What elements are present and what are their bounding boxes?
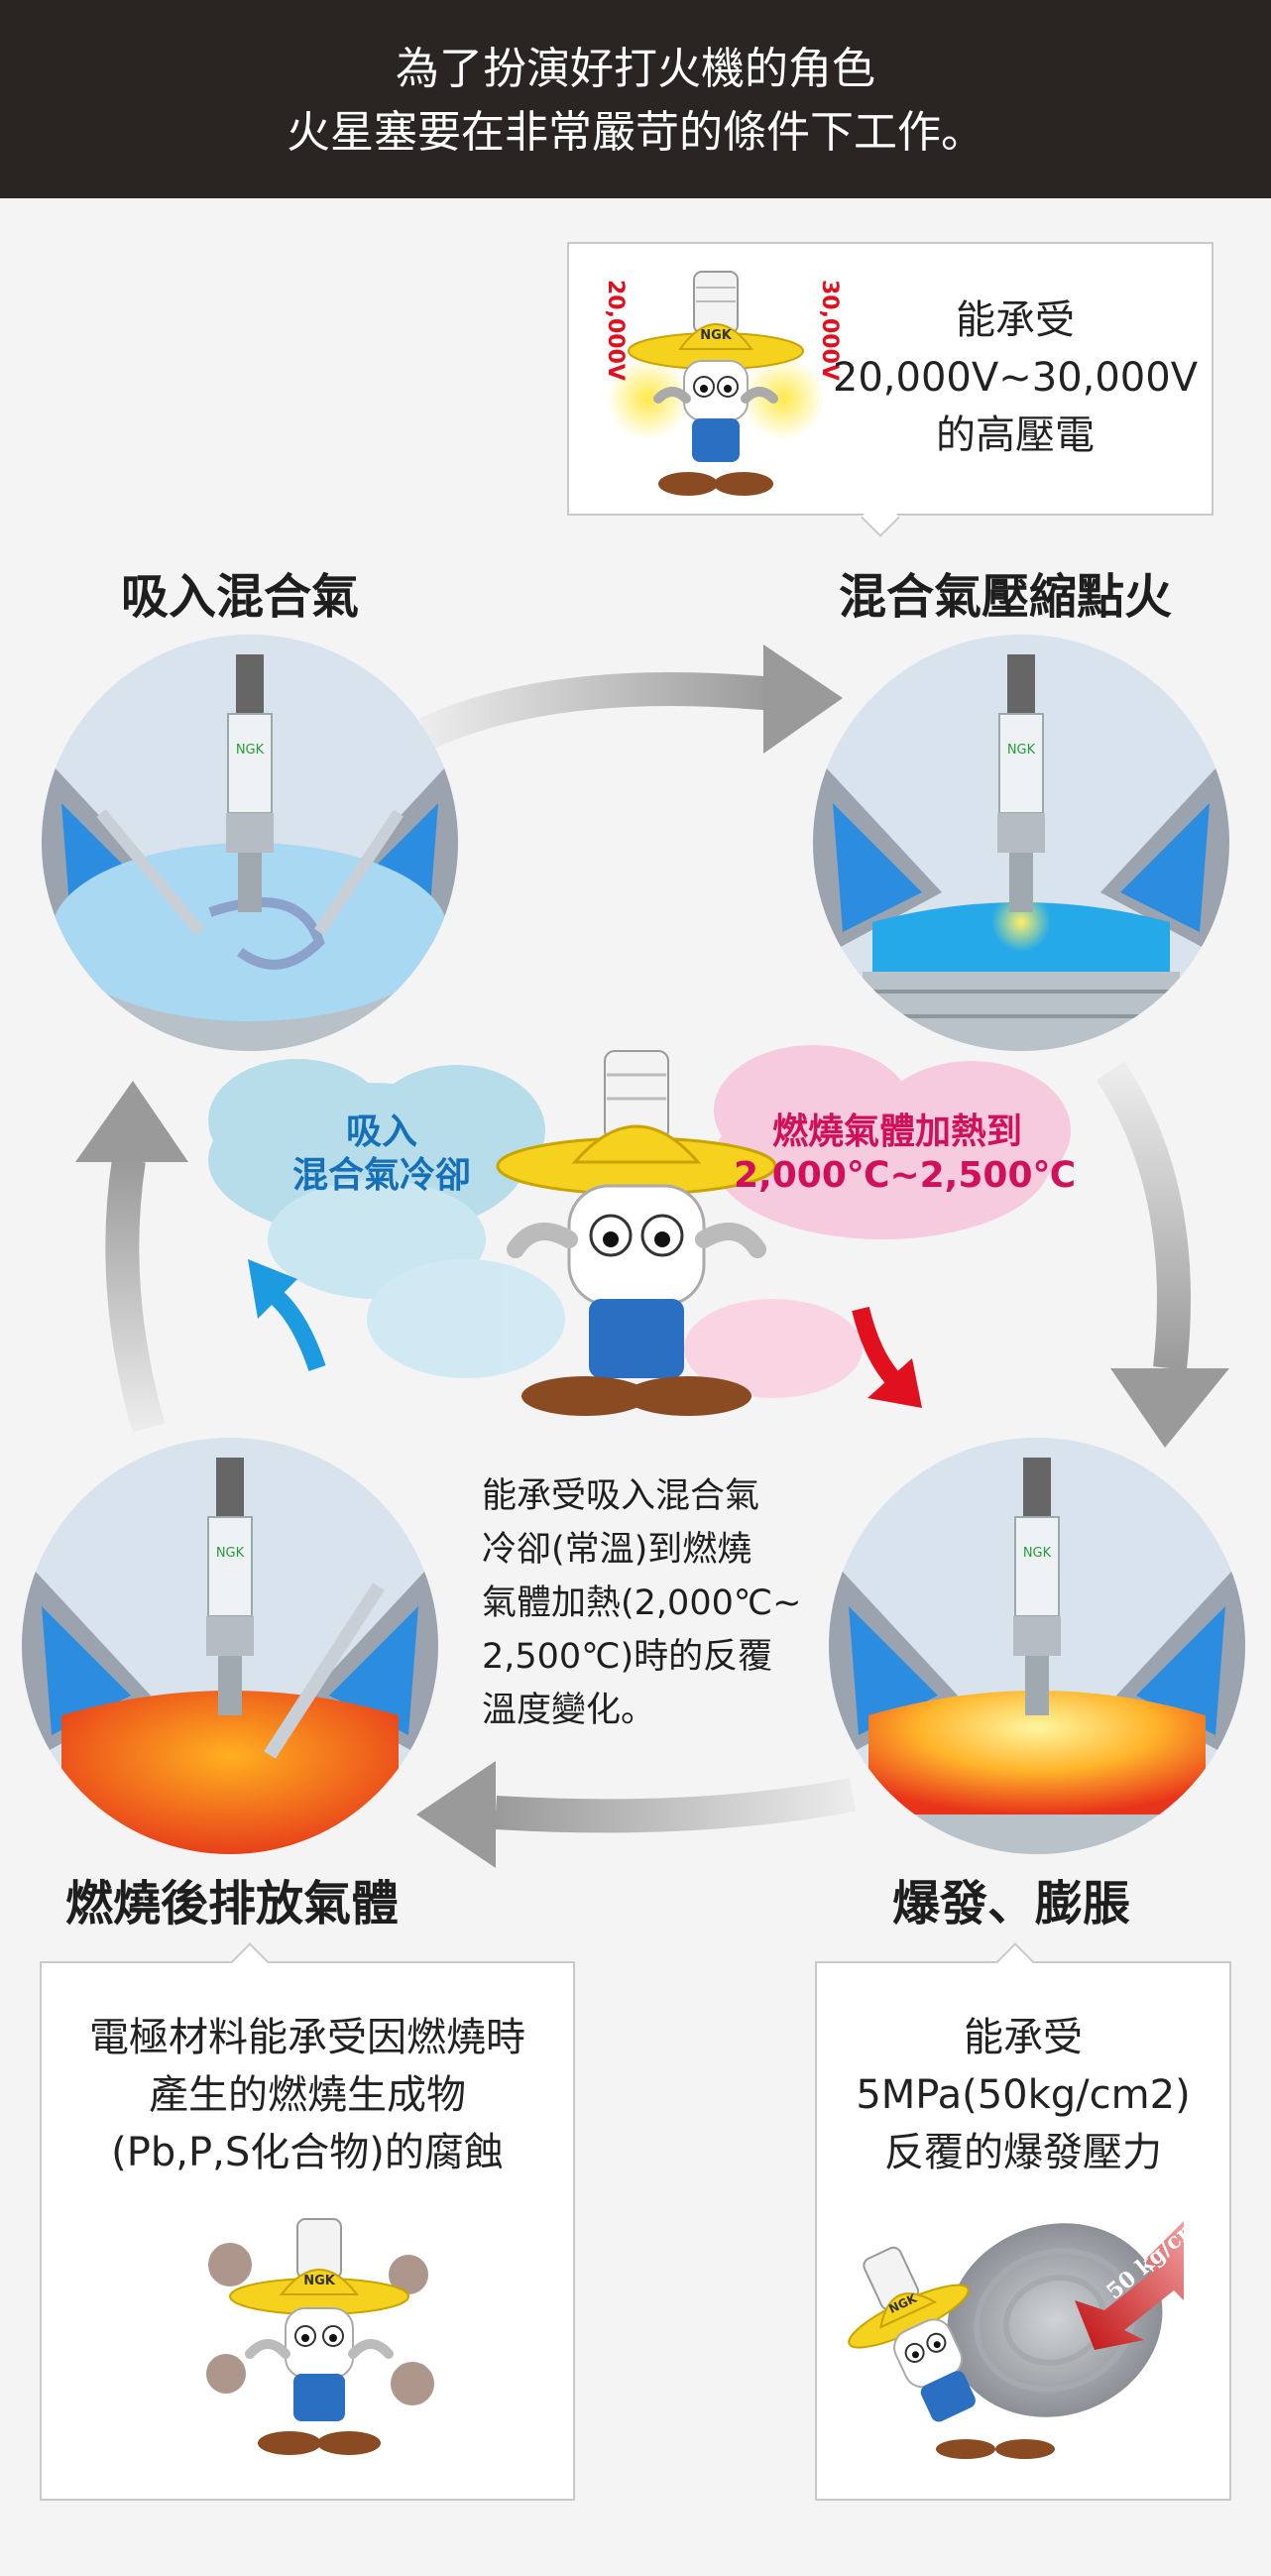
pressure-text-line-1: 能承受: [964, 2015, 1083, 2060]
pressure-callout-box: 能承受 5MPa(50kg/cm2) 反覆的爆發壓力 50 kg/cm² NGK: [815, 1942, 1231, 2501]
engine-diagram-combustion: NGK: [829, 1438, 1245, 1854]
description-line: 溫度變化。: [482, 1691, 656, 1730]
pressure-text-line-3: 反覆的爆發壓力: [884, 2130, 1162, 2175]
spark-plug-brand: NGK: [1007, 743, 1036, 758]
stage-label-combustion: 爆發、膨脹: [892, 1876, 1131, 1932]
cool-cloud-line-2: 混合氣冷卻: [291, 1155, 471, 1196]
arrow-compression-to-combustion: [1096, 1061, 1229, 1448]
voltage-text-line-1: 能承受: [956, 297, 1075, 343]
spark-plug-brand: NGK: [1023, 1546, 1052, 1561]
voltage-callout-box: NGK 20,000V 30,000V 能承受 20,000V~30,000V …: [567, 242, 1213, 537]
arrow-exhaust-to-intake: [75, 1081, 188, 1433]
voltage-label-right: 30,000V: [817, 280, 842, 381]
page-header: 為了扮演好打火機的角色 火星塞要在非常嚴苛的條件下工作。: [0, 0, 1271, 198]
description-line: 能承受吸入混合氣: [482, 1476, 760, 1516]
cool-arrow-icon: [248, 1259, 326, 1371]
header-line-2: 火星塞要在非常嚴苛的條件下工作。: [287, 107, 984, 158]
mascot-corrosion: NGK: [206, 2218, 434, 2455]
callout-pointer: [995, 1942, 1035, 1982]
cool-cloud-line-1: 吸入: [345, 1112, 417, 1152]
voltage-callout-text: 能承受 20,000V~30,000V 的高壓電: [817, 292, 1213, 464]
temperature-description: 能承受吸入混合氣 冷卻(常溫)到燃燒 氣體加熱(2,000℃~ 2,500℃)時…: [482, 1469, 839, 1737]
mascot-high-voltage: NGK 20,000V 30,000V: [603, 271, 842, 496]
stage-label-intake: 吸入混合氣: [121, 569, 360, 625]
hat-brand-label: NGK: [303, 2274, 336, 2288]
spark-plug-brand: NGK: [236, 743, 265, 758]
engine-diagram-exhaust: NGK: [22, 1438, 438, 1854]
corrosion-text-line-3: (Pb,P,S化合物)的腐蝕: [111, 2130, 504, 2175]
corrosion-callout-text: 電極材料能承受因燃燒時 產生的燃燒生成物 (Pb,P,S化合物)的腐蝕: [42, 2009, 573, 2181]
header-line-1: 為了扮演好打火機的角色: [396, 44, 875, 94]
callout-pointer: [230, 1942, 270, 1982]
engine-diagram-intake: NGK: [42, 635, 458, 1051]
description-line: 氣體加熱(2,000℃~: [482, 1583, 802, 1623]
corrosion-callout-box: 電極材料能承受因燃燒時 產生的燃燒生成物 (Pb,P,S化合物)的腐蝕 NGK: [40, 1942, 575, 2501]
pressure-text-line-2: 5MPa(50kg/cm2): [856, 2072, 1191, 2118]
hot-cloud-text: 燃燒氣體加熱到 2,000℃~2,500℃: [734, 1111, 1077, 1198]
hot-cloud: [684, 1045, 1071, 1398]
cool-cloud: [208, 1059, 565, 1378]
description-line: 2,500℃)時的反覆: [482, 1637, 773, 1677]
hot-cloud-line-2: 2,000℃~2,500℃: [734, 1155, 1077, 1196]
voltage-label-left: 20,000V: [603, 280, 628, 381]
mascot-pressure: 50 kg/cm² NGK: [848, 2206, 1204, 2459]
hot-cloud-line-1: 燃燒氣體加熱到: [771, 1112, 1022, 1152]
callout-pointer: [861, 498, 900, 537]
stage-label-exhaust: 燃燒後排放氣體: [65, 1876, 400, 1932]
voltage-text-line-2: 20,000V~30,000V: [832, 355, 1199, 401]
pressure-callout-text: 能承受 5MPa(50kg/cm2) 反覆的爆發壓力: [817, 2009, 1229, 2181]
corrosion-text-line-1: 電極材料能承受因燃燒時: [89, 2015, 525, 2060]
cool-cloud-text: 吸入 混合氣冷卻: [268, 1111, 496, 1198]
arrow-intake-to-compression: [418, 644, 843, 754]
spark-plug-brand: NGK: [216, 1546, 245, 1561]
center-mascot: [496, 1050, 777, 1416]
hat-brand-label: NGK: [700, 328, 733, 343]
description-line: 冷卻(常溫)到燃燒: [482, 1530, 752, 1570]
stage-label-compression: 混合氣壓縮點火: [839, 569, 1173, 625]
corrosion-text-line-2: 產生的燃燒生成物: [149, 2072, 466, 2118]
arrow-combustion-to-exhaust: [416, 1761, 857, 1868]
voltage-text-line-3: 的高壓電: [936, 412, 1095, 458]
hot-arrow-icon: [852, 1306, 922, 1408]
engine-diagram-compression: NGK: [813, 635, 1229, 1051]
